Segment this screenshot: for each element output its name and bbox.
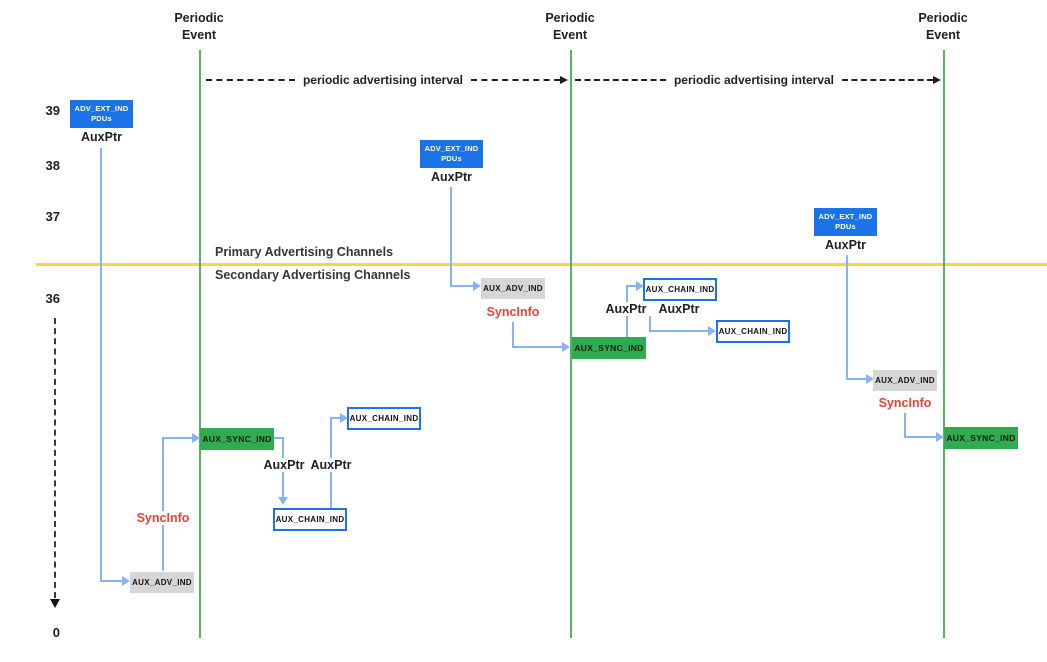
adv-ext-ind-text: ADV_EXT_IND — [818, 212, 873, 221]
axis-arrowhead-down-icon — [50, 599, 60, 608]
aux-adv-ind-box-1: AUX_ADV_IND — [130, 572, 194, 593]
periodic-event-label-2: Periodic Event — [525, 10, 615, 44]
flow-line — [904, 413, 906, 438]
periodic-event-label-3: Periodic Event — [898, 10, 988, 44]
flow-line — [649, 316, 651, 332]
flow-arrowhead-icon — [278, 497, 288, 505]
channel-tick-39: 39 — [45, 103, 60, 118]
event-text: Event — [552, 28, 588, 42]
adv-ext-ind-text: ADV_EXT_IND — [74, 104, 129, 113]
flow-arrowhead-icon — [936, 432, 944, 442]
channel-tick-37: 37 — [45, 209, 60, 224]
flow-line — [274, 437, 284, 439]
periodic-text: Periodic — [918, 11, 968, 25]
flow-line — [100, 580, 124, 582]
aux-ptr-label-chain-1: AuxPtr — [262, 458, 306, 472]
adv-ext-ind-box-1: ADV_EXT_IND PDUs — [70, 100, 133, 128]
aux-ptr-label-3: AuxPtr — [814, 238, 877, 252]
pdus-text: PDUs — [835, 222, 856, 231]
interval-label: periodic advertising interval — [302, 73, 464, 87]
event-text: Event — [925, 28, 961, 42]
dashed-line — [575, 79, 666, 81]
periodic-event-label-1: Periodic Event — [154, 10, 244, 44]
channel-axis-dashed-line — [54, 318, 56, 598]
flow-line — [512, 346, 566, 348]
flow-line — [512, 322, 514, 348]
channel-tick-0: 0 — [52, 625, 60, 640]
periodic-event-line-1 — [199, 50, 201, 638]
channel-tick-36: 36 — [45, 291, 60, 306]
flow-line — [450, 187, 452, 287]
event-text: Event — [181, 28, 217, 42]
aux-ptr-label-chain-3: AuxPtr — [604, 302, 648, 316]
flow-line — [846, 378, 869, 380]
flow-arrowhead-icon — [340, 413, 348, 423]
primary-channels-label: Primary Advertising Channels — [215, 245, 394, 259]
aux-ptr-label-1: AuxPtr — [70, 130, 133, 144]
flow-line — [330, 417, 344, 419]
flow-arrowhead-icon — [192, 433, 200, 443]
aux-chain-ind-box-2: AUX_CHAIN_IND — [273, 508, 347, 531]
flow-line — [846, 255, 848, 380]
advertising-interval-arrow-1: periodic advertising interval — [206, 73, 568, 87]
aux-ptr-label-2: AuxPtr — [420, 170, 483, 184]
arrowhead-right-icon — [933, 76, 941, 84]
periodic-event-line-2 — [570, 50, 572, 638]
dashed-line — [471, 79, 560, 81]
flow-line — [100, 148, 102, 582]
flow-line — [649, 330, 712, 332]
aux-sync-ind-box-3: AUX_SYNC_IND — [944, 427, 1018, 449]
flow-arrowhead-icon — [122, 576, 130, 586]
pdus-text: PDUs — [441, 154, 462, 163]
aux-chain-ind-box-3: AUX_CHAIN_IND — [643, 278, 717, 301]
dashed-line — [206, 79, 295, 81]
flow-arrowhead-icon — [866, 374, 874, 384]
flow-line — [626, 285, 639, 287]
flow-line — [904, 436, 940, 438]
aux-ptr-label-chain-4: AuxPtr — [657, 302, 701, 316]
advertising-interval-arrow-2: periodic advertising interval — [575, 73, 941, 87]
pdus-text: PDUs — [91, 114, 112, 123]
aux-adv-ind-box-3: AUX_ADV_IND — [873, 370, 937, 391]
arrowhead-right-icon — [560, 76, 568, 84]
aux-adv-ind-box-2: AUX_ADV_IND — [481, 278, 545, 299]
aux-chain-ind-box-4: AUX_CHAIN_IND — [716, 320, 790, 343]
periodic-event-line-3 — [943, 50, 945, 638]
flow-arrowhead-icon — [473, 281, 481, 291]
flow-line — [450, 285, 476, 287]
aux-sync-ind-box-2: AUX_SYNC_IND — [572, 337, 646, 359]
flow-line — [162, 437, 164, 571]
flow-line — [162, 437, 194, 439]
periodic-text: Periodic — [545, 11, 595, 25]
aux-sync-ind-box-1: AUX_SYNC_IND — [200, 428, 274, 450]
aux-ptr-label-chain-2: AuxPtr — [309, 458, 353, 472]
channel-tick-38: 38 — [45, 158, 60, 173]
adv-ext-ind-box-3: ADV_EXT_IND PDUs — [814, 208, 877, 236]
secondary-channels-label: Secondary Advertising Channels — [215, 268, 411, 282]
adv-ext-ind-box-2: ADV_EXT_IND PDUs — [420, 140, 483, 168]
adv-ext-ind-text: ADV_EXT_IND — [424, 144, 479, 153]
sync-info-label-1: SyncInfo — [133, 511, 193, 525]
dashed-line — [842, 79, 933, 81]
channel-separator-line — [36, 263, 1047, 266]
flow-arrowhead-icon — [562, 342, 570, 352]
flow-arrowhead-icon — [708, 326, 716, 336]
sync-info-label-2: SyncInfo — [483, 305, 543, 319]
aux-chain-ind-box-1: AUX_CHAIN_IND — [347, 407, 421, 430]
periodic-text: Periodic — [174, 11, 224, 25]
interval-label: periodic advertising interval — [673, 73, 835, 87]
flow-arrowhead-icon — [636, 281, 644, 291]
sync-info-label-3: SyncInfo — [875, 396, 935, 410]
